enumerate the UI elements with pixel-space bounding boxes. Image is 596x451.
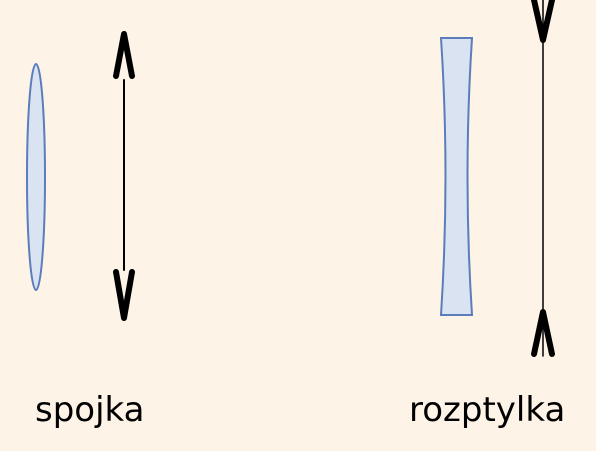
diverging-lens-group — [439, 37, 474, 316]
converging-symbol-arrowhead-top — [113, 31, 135, 79]
converging-lens-symbol — [113, 31, 135, 321]
diverging-lens-shape — [439, 37, 474, 316]
diverging-lens-symbol — [531, 0, 555, 357]
converging-lens-shape — [26, 63, 46, 291]
converging-lens-group — [26, 63, 46, 291]
diverging-lens-label: rozptylka — [409, 390, 566, 430]
converging-symbol-arrowhead-bottom — [113, 269, 135, 321]
diverging-symbol-arrowhead-bottom — [531, 309, 555, 357]
diverging-symbol-arrowhead-top — [531, 0, 555, 43]
converging-lens-label: spojka — [35, 390, 145, 430]
